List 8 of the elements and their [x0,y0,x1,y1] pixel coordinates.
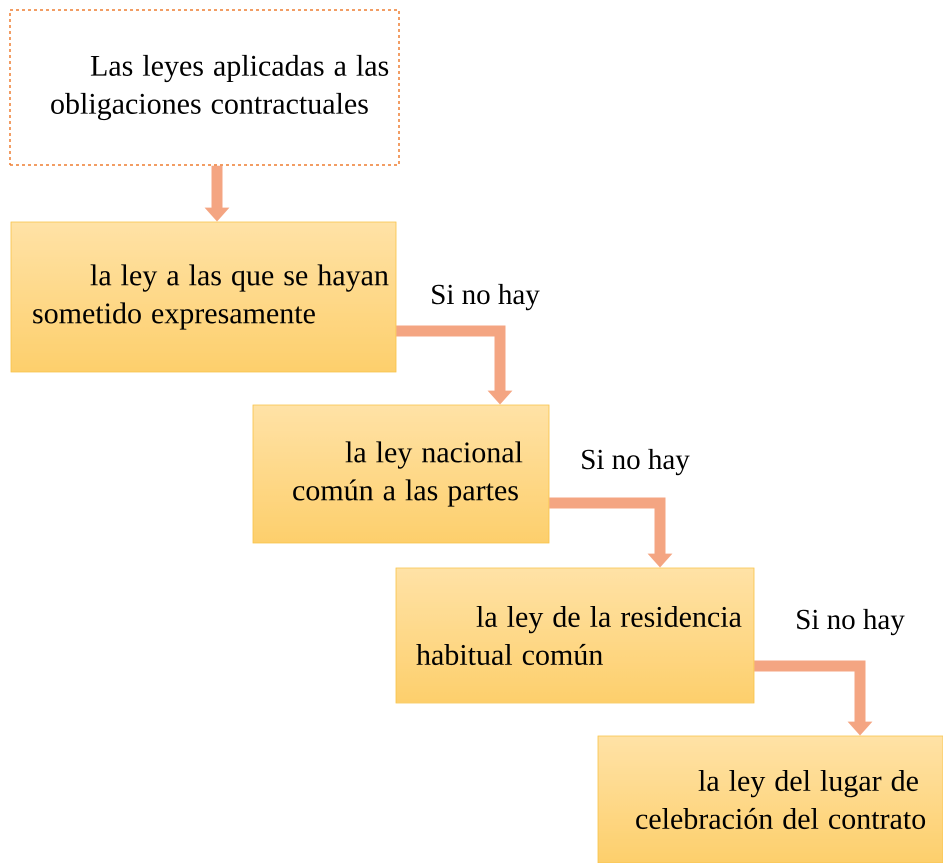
dashed-box: Las leyes aplicadas a las obligaciones contractuales [9,9,400,166]
edge-label: Si no hay [428,282,542,312]
process-box: la ley nacional común a las partes [252,404,550,544]
process-box: la ley a las que se hayan sometido expresamente [10,222,396,372]
edge-label: Si no hay [578,446,692,478]
edge-label: Si no hay [793,606,907,638]
process-box: la ley del lugar de celebración del contrato [598,736,943,863]
process-box: la ley de la residencia habitual común [396,568,754,704]
